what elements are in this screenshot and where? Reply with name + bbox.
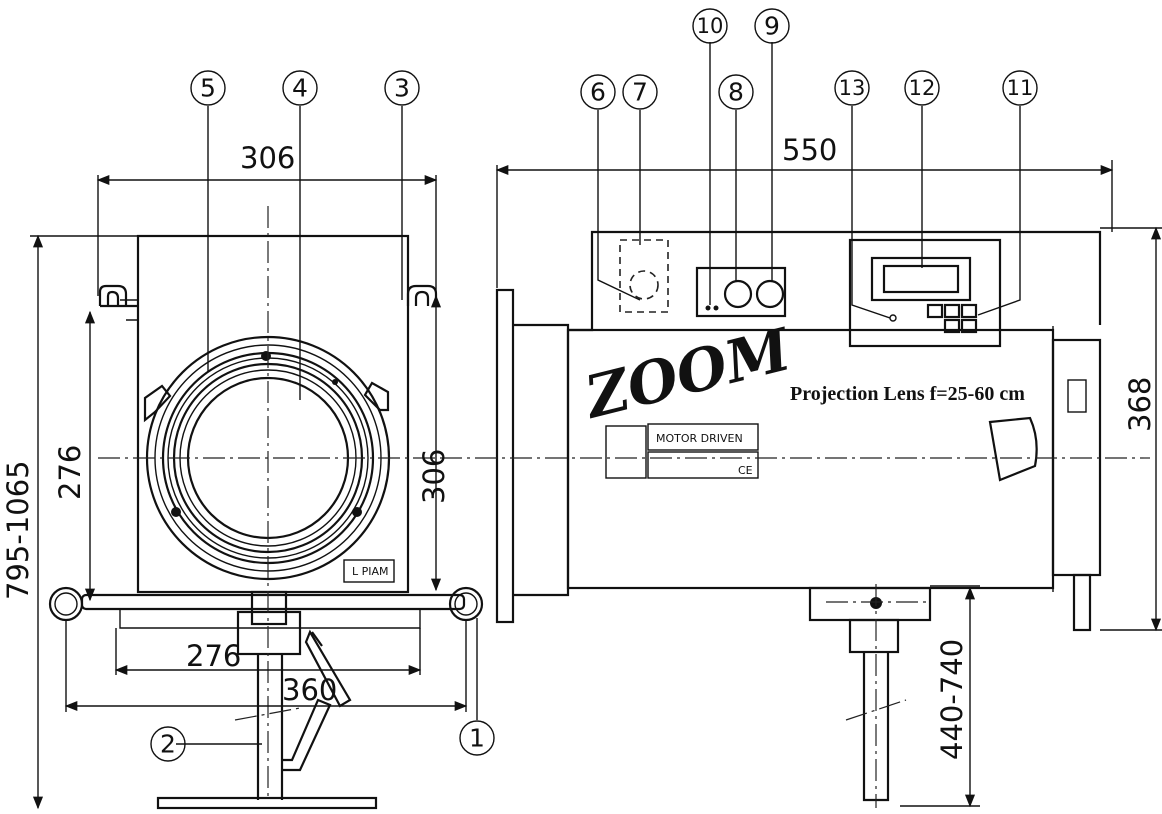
front-view: L PIAM: [48, 206, 484, 810]
callout-10: 10: [697, 14, 724, 38]
connector-panel: [695, 266, 787, 318]
spec-label: [605, 425, 647, 479]
rear-indicator: [1067, 379, 1087, 413]
right-clip: [363, 381, 390, 412]
led-10: [705, 305, 711, 311]
callout-9: 9: [764, 12, 780, 41]
callout-9-circle: [754, 8, 790, 44]
leader-13: [851, 106, 891, 319]
handle-bar: [80, 593, 466, 611]
right-hook: [406, 284, 438, 306]
motor-hidden-circle: [629, 270, 659, 300]
dim-306-right-label: 306: [417, 449, 451, 504]
lens-title: Projection Lens f=25-60 cm: [790, 383, 1025, 405]
knob-right-inner: [454, 592, 478, 616]
front-tag-box: [343, 559, 395, 583]
side-column-section: [845, 699, 907, 721]
connector-8: [723, 279, 753, 309]
zoom-logo: ZOOM: [577, 315, 799, 432]
leader-11: [977, 106, 1021, 316]
ce-mark: CE: [738, 464, 753, 477]
callout-11: 11: [1007, 76, 1034, 100]
key[interactable]: [926, 303, 944, 319]
callout-1-circle: [459, 720, 495, 756]
motor-plate: [647, 423, 759, 451]
key[interactable]: [960, 303, 978, 319]
company-logo: [988, 416, 1038, 482]
display-frame: [870, 256, 972, 302]
motor-plate-label: MOTOR DRIVEN: [656, 432, 743, 445]
hook-plate-left: [120, 299, 138, 321]
lever-pivot: [311, 631, 323, 647]
callout-2-circle: [150, 726, 186, 762]
callout-11-circle: [1002, 70, 1038, 106]
clamp-top: [250, 590, 288, 626]
callout-8-circle: [718, 74, 754, 110]
key[interactable]: [943, 318, 961, 334]
callout-1: 1: [469, 724, 485, 753]
dim-795-1065-label: 795-1065: [1, 460, 35, 600]
lens-bolt: [261, 351, 271, 361]
stand-foot: [156, 796, 378, 810]
dim-276-left-label: 276: [53, 445, 87, 500]
stand-column: [256, 654, 284, 800]
stand-clamp: [808, 586, 932, 622]
dimension-lines: 306 550 795-1065 276 306 276 360 368: [1, 133, 1162, 810]
callout-3-circle: [384, 70, 420, 106]
dim-306-top-label: 306: [240, 141, 295, 175]
callout-3: 3: [394, 74, 410, 103]
callout-6-circle: [580, 74, 616, 110]
dim-276-bottom-label: 276: [186, 639, 241, 673]
callout-13: 13: [839, 76, 866, 100]
callout-4: 4: [292, 74, 308, 103]
callout-12-circle: [904, 70, 940, 106]
knob-left-inner: [54, 592, 78, 616]
flange: [495, 288, 515, 624]
motor-hidden: [619, 239, 669, 313]
control-panel: [848, 238, 1002, 348]
callout-10-circle: [692, 8, 728, 44]
lens-bolt: [352, 507, 362, 517]
dim-368-label: 368: [1123, 377, 1157, 432]
side-view: ZOOM Projection Lens f=25-60 cm MOTOR DR…: [440, 230, 1150, 808]
callout-5: 5: [200, 74, 216, 103]
connector-9: [755, 279, 785, 309]
callout-5-circle: [190, 70, 226, 106]
flange-collar: [513, 323, 570, 597]
lens-bolt: [171, 507, 181, 517]
callout-2: 2: [160, 730, 176, 759]
dim-440-740-label: 440-740: [935, 639, 969, 760]
callout-12: 12: [909, 76, 936, 100]
callout-7-circle: [622, 74, 658, 110]
callouts: 5 4 3 2 1 6 7 8 9 10 11 12 13: [150, 8, 1038, 762]
callout-6: 6: [590, 78, 606, 107]
callout-8: 8: [728, 78, 744, 107]
left-clip: [143, 384, 172, 423]
callout-4-circle: [282, 70, 318, 106]
rear-knob: [1072, 573, 1092, 632]
clamp-block: [236, 610, 302, 656]
bar-support: [119, 609, 421, 629]
display-screen: [882, 264, 960, 294]
front-tag: L PIAM: [352, 565, 389, 578]
key[interactable]: [943, 303, 961, 319]
callout-13-circle: [834, 70, 870, 106]
led-10b: [713, 305, 719, 311]
dim-360-label: 360: [282, 673, 337, 707]
left-hook: [98, 284, 138, 308]
callout-7: 7: [632, 78, 648, 107]
dim-550-label: 550: [782, 133, 837, 167]
stand-clamp-lower: [848, 618, 900, 654]
leader-6: [597, 110, 641, 301]
key[interactable]: [960, 318, 978, 334]
serial-label: [647, 451, 759, 479]
lens-screw: [332, 379, 338, 385]
status-led-13: [889, 314, 897, 322]
